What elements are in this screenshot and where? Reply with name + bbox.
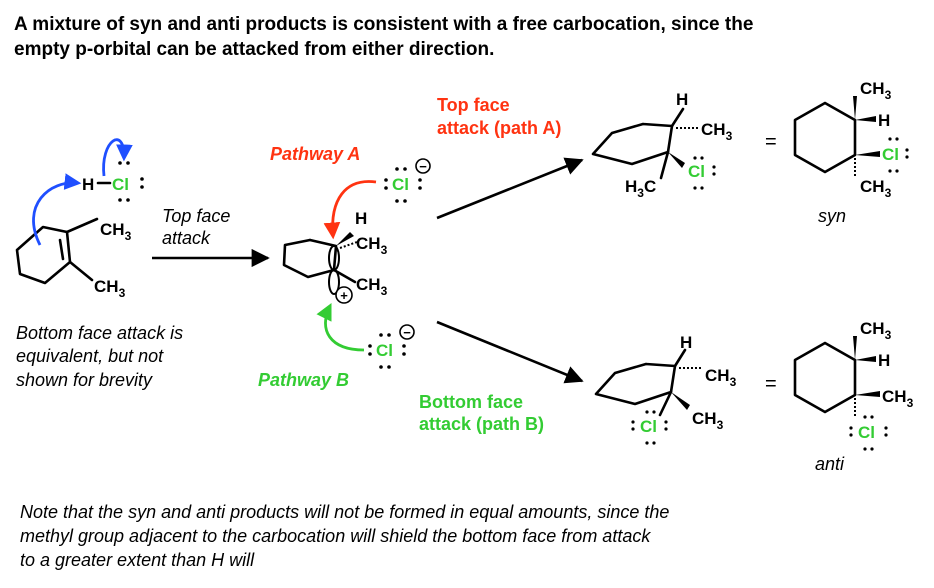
header-line-1: A mixture of syn and anti products is co… [14, 14, 753, 35]
arrow-to-bottom-product [436, 320, 584, 384]
syn-label: syn [818, 206, 846, 226]
footer-line-1: Note that the syn and anti products will… [20, 502, 669, 522]
curved-arrow-hcl-bond [102, 138, 133, 177]
chloride-bottom-cl: Cl [376, 341, 393, 360]
top-face-path-a-2: attack (path A) [437, 118, 561, 138]
anti-persp-cl: Cl [640, 417, 657, 436]
syn-flat-cl: Cl [882, 145, 899, 164]
anti-label: anti [815, 454, 845, 474]
equals-top: = [765, 131, 777, 153]
chloride-top-cl: Cl [392, 175, 409, 194]
bottom-face-note-1: Bottom face attack is [16, 323, 183, 343]
cation-h: H [355, 209, 367, 228]
syn-persp-h: H [676, 90, 688, 109]
pathway-a-arrow [323, 180, 377, 240]
top-face-attack-label-2: attack [162, 228, 211, 248]
hcl-hydrogen: H [82, 175, 94, 194]
syn-persp-cl: Cl [688, 162, 705, 181]
syn-persp-h3c: H3C [625, 177, 656, 200]
alkene-methyl-top: CH3 [100, 220, 132, 243]
starting-alkene: CH3 CH3 [15, 217, 132, 300]
pathway-b-label: Pathway B [258, 370, 349, 390]
footer-line-2: methyl group adjacent to the carbocation… [20, 526, 651, 546]
arrow-to-top-product [436, 157, 584, 220]
chloride-top: Cl − [384, 158, 431, 203]
anti-flat-h: H [878, 351, 890, 370]
anti-persp-ch3-top: CH3 [705, 366, 737, 389]
syn-product-perspective: H CH3 Cl H3C [591, 90, 733, 200]
bottom-face-note-3: shown for brevity [16, 370, 153, 390]
anti-flat-ch3-right: CH3 [882, 387, 914, 410]
hcl-chlorine: Cl [112, 175, 129, 194]
hcl-molecule: H Cl [82, 161, 144, 202]
syn-flat-ch3-top: CH3 [860, 79, 892, 102]
syn-flat-h: H [878, 111, 890, 130]
header-line-2: empty p-orbital can be attacked from eit… [14, 39, 494, 60]
chloride-bottom-minus: − [403, 325, 411, 340]
pathway-b-arrow [316, 302, 365, 352]
bottom-face-path-b-2: attack (path B) [419, 414, 544, 434]
top-face-attack-label-1: Top face [162, 206, 230, 226]
syn-product-flat: CH3 H Cl CH3 [793, 79, 909, 200]
anti-persp-h: H [680, 333, 692, 352]
alkene-methyl-bottom: CH3 [94, 277, 126, 300]
bottom-face-path-b-1: Bottom face [419, 392, 523, 412]
bottom-face-note-2: equivalent, but not [16, 346, 164, 366]
cation-methyl-2: CH3 [356, 275, 388, 298]
syn-flat-ch3-bottom: CH3 [860, 177, 892, 200]
anti-product-flat: CH3 H CH3 Cl [793, 319, 914, 451]
anti-product-perspective: H CH3 CH3 Cl [594, 333, 737, 445]
footer-line-3: to a greater extent than H will [20, 550, 255, 570]
syn-persp-ch3: CH3 [701, 120, 733, 143]
pathway-a-label: Pathway A [270, 144, 360, 164]
anti-flat-ch3-top: CH3 [860, 319, 892, 342]
cation-methyl-1: CH3 [356, 234, 388, 257]
chloride-bottom: Cl − [368, 324, 415, 369]
chloride-top-minus: − [419, 159, 427, 174]
anti-flat-cl: Cl [858, 423, 875, 442]
anti-persp-ch3-bottom: CH3 [692, 409, 724, 432]
cation-plus: + [340, 288, 348, 303]
curved-arrow-pi-to-h [32, 173, 82, 246]
top-face-path-a-1: Top face [437, 95, 510, 115]
equals-bottom: = [765, 373, 777, 395]
carbocation-intermediate: H CH3 CH3 + [282, 209, 388, 304]
